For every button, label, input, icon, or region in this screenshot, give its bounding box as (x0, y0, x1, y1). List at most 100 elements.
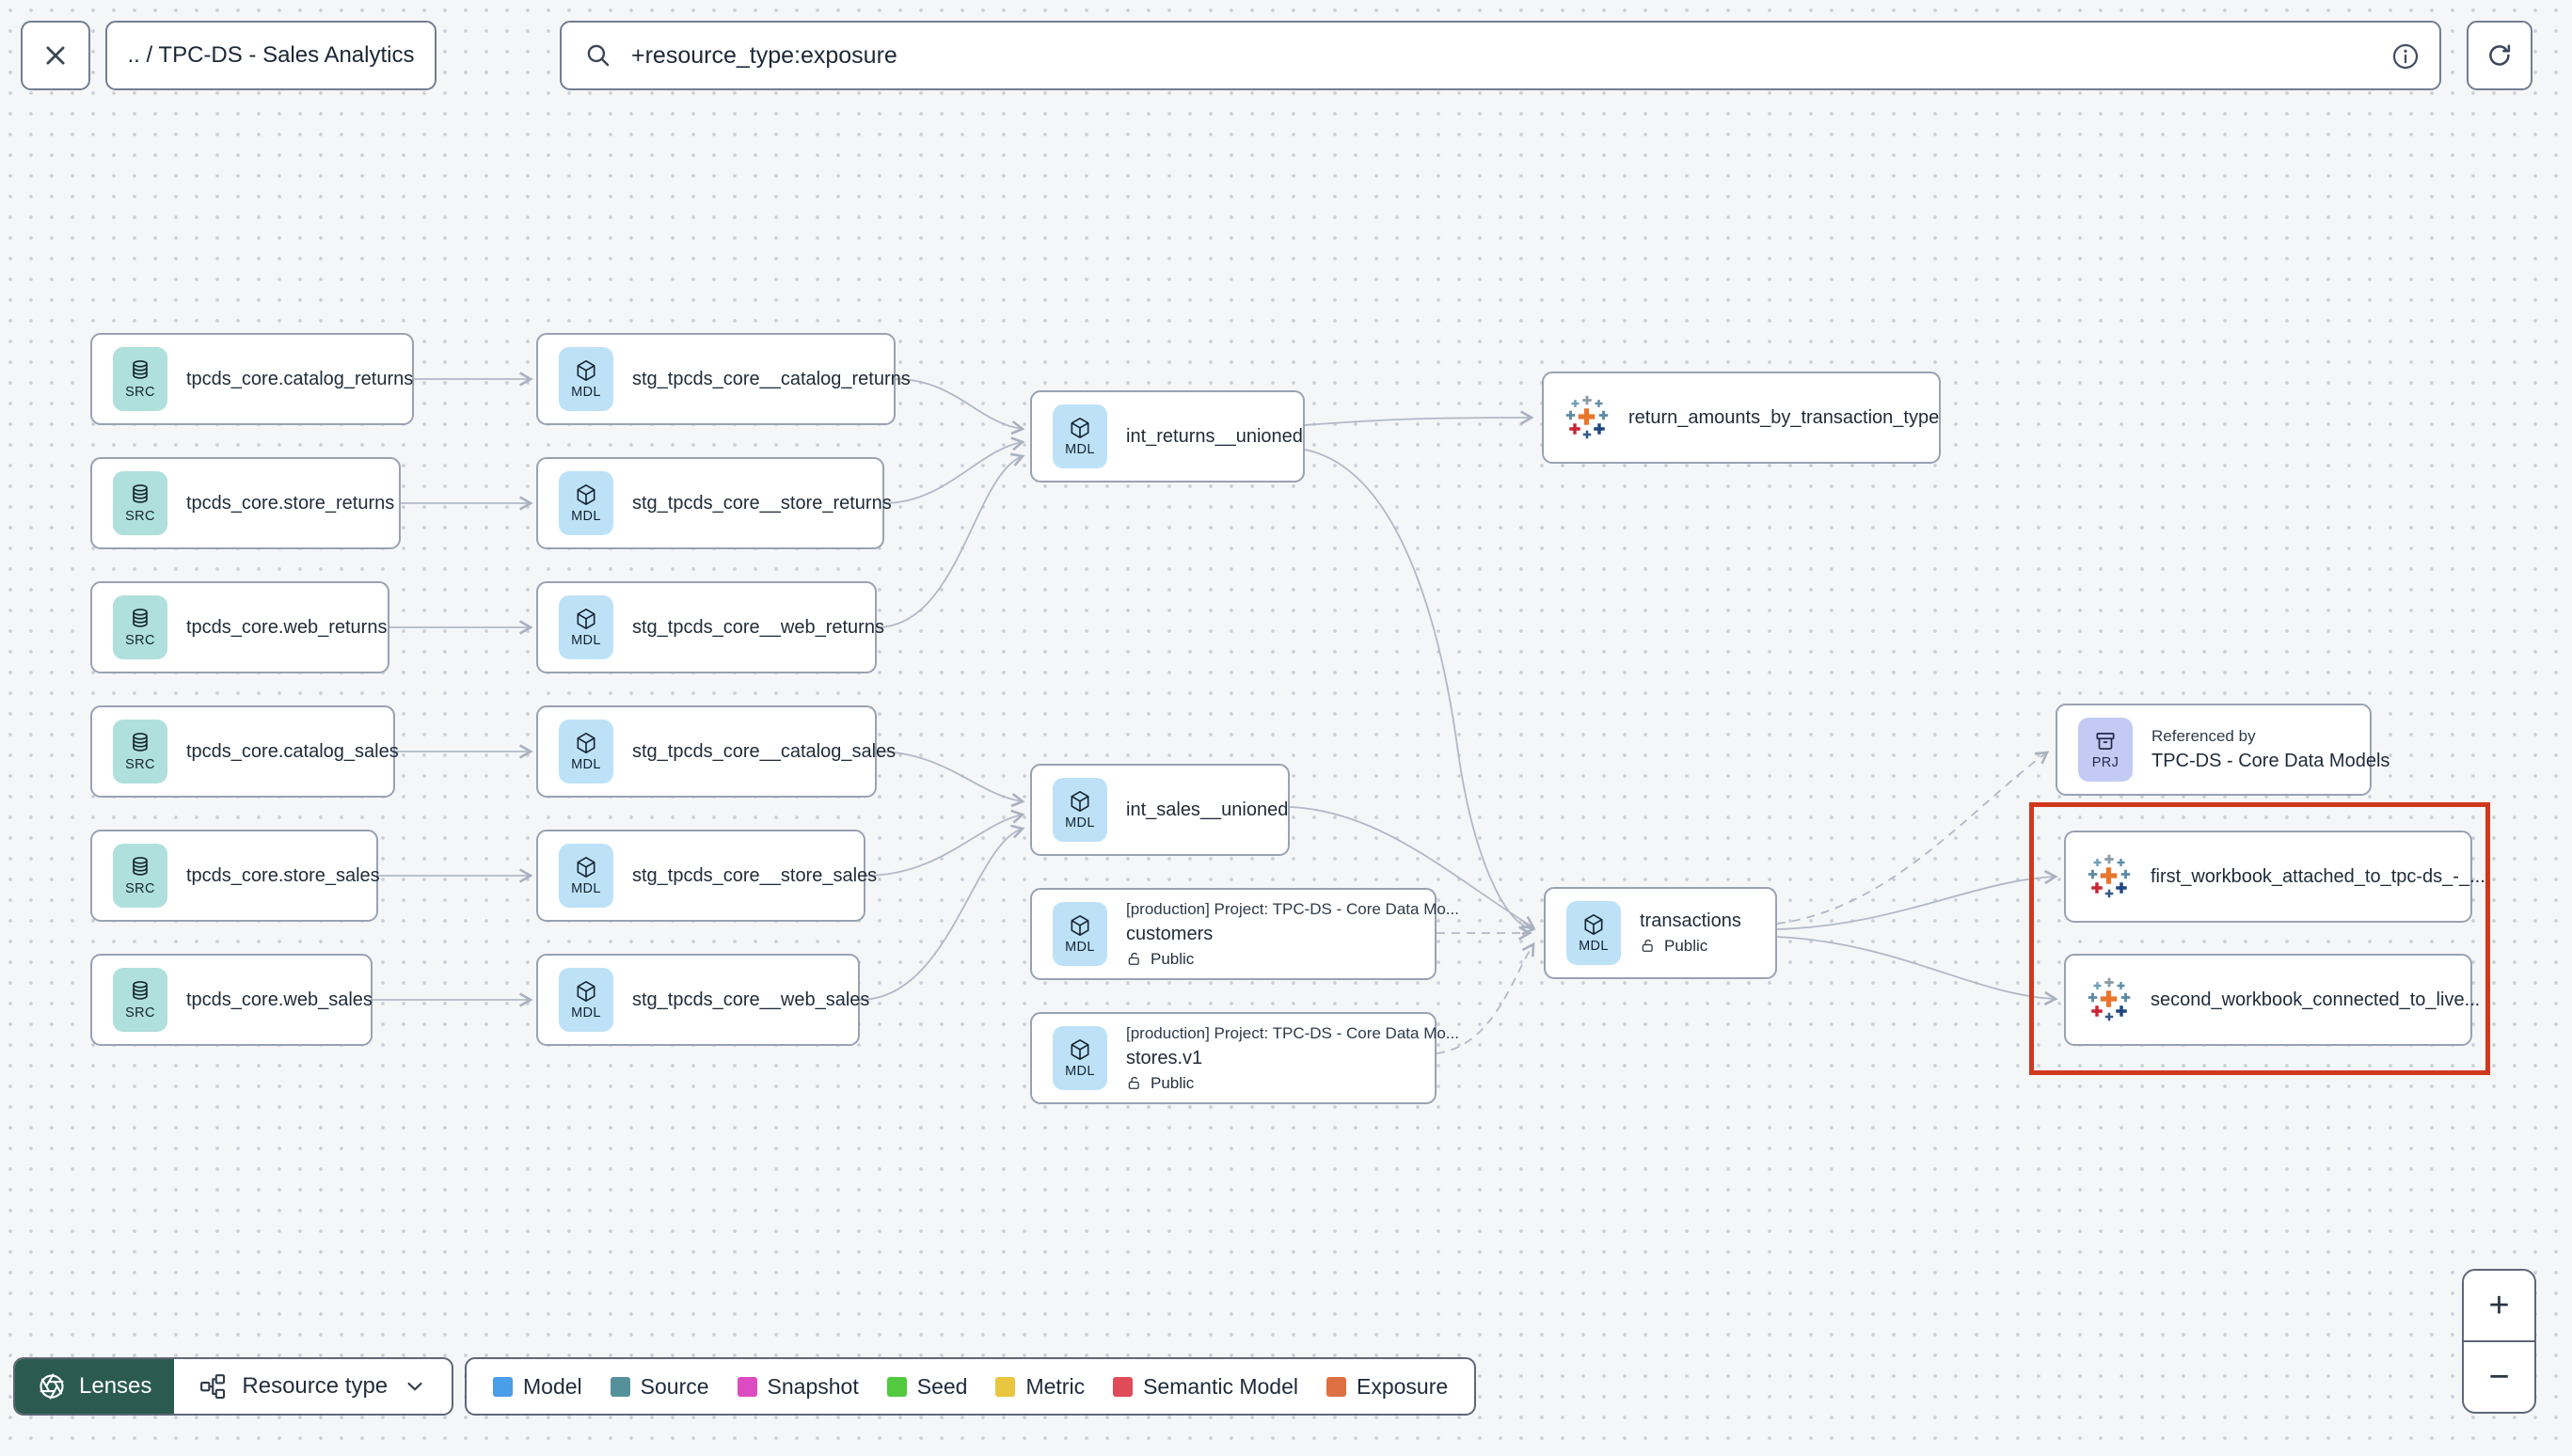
tableau-icon (2087, 854, 2132, 899)
edge-stg3-int-returns (876, 452, 1025, 628)
node-stores-v1[interactable]: MDL [production] Project: TPC-DS - Core … (1030, 1012, 1459, 1104)
node-stg-web-returns[interactable]: MDL stg_tpcds_core__web_returns (536, 581, 884, 673)
refresh-button[interactable] (2467, 21, 2532, 90)
aperture-icon (38, 1372, 66, 1401)
resource-type-dropdown[interactable]: Resource type (174, 1359, 452, 1414)
edge-int-returns-return-amounts (1304, 410, 1534, 426)
model-badge: MDL (1053, 1026, 1107, 1090)
node-int-returns-unioned[interactable]: MDL int_returns__unioned (1030, 390, 1305, 483)
database-icon (128, 483, 152, 507)
database-icon (128, 358, 152, 383)
close-button[interactable] (21, 21, 90, 90)
source-badge: SRC (113, 968, 167, 1032)
node-label: tpcds_core.web_returns (186, 616, 388, 638)
node-int-sales-unioned[interactable]: MDL int_sales__unioned (1030, 764, 1290, 856)
search-bar[interactable] (560, 21, 2441, 90)
info-icon[interactable] (2390, 41, 2421, 71)
cube-icon (574, 483, 598, 507)
node-label: customers (1126, 923, 1214, 944)
lock-open-icon (1126, 1075, 1143, 1092)
edge-transactions-workbook1 (1776, 869, 2058, 930)
model-badge: MDL (1053, 778, 1107, 842)
node-label: tpcds_core.store_returns (186, 492, 395, 514)
node-label: stg_tpcds_core__catalog_returns (632, 368, 911, 389)
database-icon (128, 731, 152, 755)
node-label: tpcds_core.store_sales (186, 864, 380, 886)
refresh-icon (2485, 41, 2514, 70)
search-input[interactable] (629, 40, 2417, 71)
model-badge: MDL (559, 720, 613, 783)
edge-stg6-int-sales (859, 824, 1025, 1001)
node-stg-catalog-returns[interactable]: MDL stg_tpcds_core__catalog_returns (536, 333, 911, 425)
node-stg-store-sales[interactable]: MDL stg_tpcds_core__store_sales (536, 830, 877, 922)
node-label: stg_tpcds_core__store_sales (632, 864, 878, 886)
node-label: return_amounts_by_transaction_type (1628, 406, 1940, 428)
node-source-store-sales[interactable]: SRC tpcds_core.store_sales (90, 830, 380, 922)
node-source-store-returns[interactable]: SRC tpcds_core.store_returns (90, 457, 401, 549)
node-label: tpcds_core.catalog_sales (186, 740, 399, 762)
chevron-down-icon (403, 1374, 427, 1399)
node-label: int_returns__unioned (1126, 425, 1303, 447)
source-badge: SRC (113, 844, 167, 908)
lock-open-icon (1640, 938, 1657, 955)
node-label: second_workbook_connected_to_live... (2151, 989, 2481, 1010)
cube-icon (1068, 789, 1092, 814)
node-exposure-first-workbook[interactable]: first_workbook_attached_to_tpc-ds_-_... (2064, 831, 2485, 923)
legend-item-seed: Seed (886, 1374, 967, 1400)
legend-item-model: Model (493, 1374, 582, 1400)
source-badge: SRC (113, 595, 167, 659)
cube-icon (574, 607, 598, 631)
edge-transactions-workbook2 (1776, 936, 2058, 1006)
node-label: TPC-DS - Core Data Models (2151, 751, 2390, 771)
node-stg-catalog-sales[interactable]: MDL stg_tpcds_core__catalog_sales (536, 705, 896, 798)
node-source-catalog-sales[interactable]: SRC tpcds_core.catalog_sales (90, 705, 399, 798)
node-customers[interactable]: MDL [production] Project: TPC-DS - Core … (1030, 888, 1459, 980)
node-source-web-returns[interactable]: SRC tpcds_core.web_returns (90, 581, 389, 673)
zoom-controls: + − (2462, 1269, 2536, 1414)
edge-stg4-int-sales (876, 751, 1025, 808)
lenses-toolbar: Lenses Resource type (13, 1357, 454, 1416)
legend: Model Source Snapshot Seed Metric Semant… (465, 1357, 1477, 1416)
node-access: Public (1126, 950, 1414, 969)
source-swatch (610, 1376, 630, 1397)
close-icon (41, 41, 70, 70)
edge-int-returns-transactions (1304, 449, 1536, 936)
node-project-label: [production] Project: TPC-DS - Core Data… (1126, 899, 1459, 918)
cube-icon (574, 731, 598, 755)
zoom-out-button[interactable]: − (2464, 1340, 2534, 1412)
cube-icon (1068, 1037, 1092, 1062)
node-source-web-sales[interactable]: SRC tpcds_core.web_sales (90, 954, 373, 1046)
node-label: tpcds_core.catalog_returns (186, 368, 414, 389)
zoom-in-button[interactable]: + (2488, 1285, 2510, 1325)
model-badge: MDL (559, 471, 613, 535)
tableau-icon (2087, 977, 2132, 1022)
node-label: stg_tpcds_core__catalog_sales (632, 740, 897, 762)
node-label: stores.v1 (1126, 1047, 1203, 1068)
model-swatch (493, 1376, 513, 1397)
node-access: Public (1126, 1074, 1414, 1093)
node-exposure-second-workbook[interactable]: second_workbook_connected_to_live... (2064, 954, 2480, 1046)
cube-icon (1581, 912, 1606, 937)
node-access: Public (1640, 937, 1741, 956)
node-stg-store-returns[interactable]: MDL stg_tpcds_core__store_returns (536, 457, 892, 549)
node-label: tpcds_core.web_sales (186, 989, 373, 1010)
node-stg-web-sales[interactable]: MDL stg_tpcds_core__web_sales (536, 954, 869, 1046)
exposure-swatch (1326, 1376, 1346, 1397)
node-referenced-by-project[interactable]: PRJ Referenced by TPC-DS - Core Data Mod… (2056, 704, 2390, 796)
lenses-button[interactable]: Lenses (15, 1359, 175, 1414)
selection-highlight-box (2029, 802, 2490, 1075)
source-badge: SRC (113, 347, 167, 411)
node-exposure-return-amounts[interactable]: return_amounts_by_transaction_type (1542, 372, 1941, 464)
cube-icon (574, 855, 598, 879)
node-source-catalog-returns[interactable]: SRC tpcds_core.catalog_returns (90, 333, 414, 425)
lock-open-icon (1126, 951, 1143, 968)
breadcrumb[interactable]: .. / TPC-DS - Sales Analytics (105, 21, 437, 90)
node-label: stg_tpcds_core__web_returns (632, 616, 884, 638)
cube-icon (574, 979, 598, 1004)
legend-item-metric: Metric (995, 1374, 1085, 1400)
node-label: int_sales__unioned (1126, 799, 1289, 820)
metric-swatch (995, 1376, 1016, 1397)
legend-item-snapshot: Snapshot (737, 1374, 859, 1400)
node-transactions[interactable]: MDL transactions Public (1544, 887, 1777, 979)
